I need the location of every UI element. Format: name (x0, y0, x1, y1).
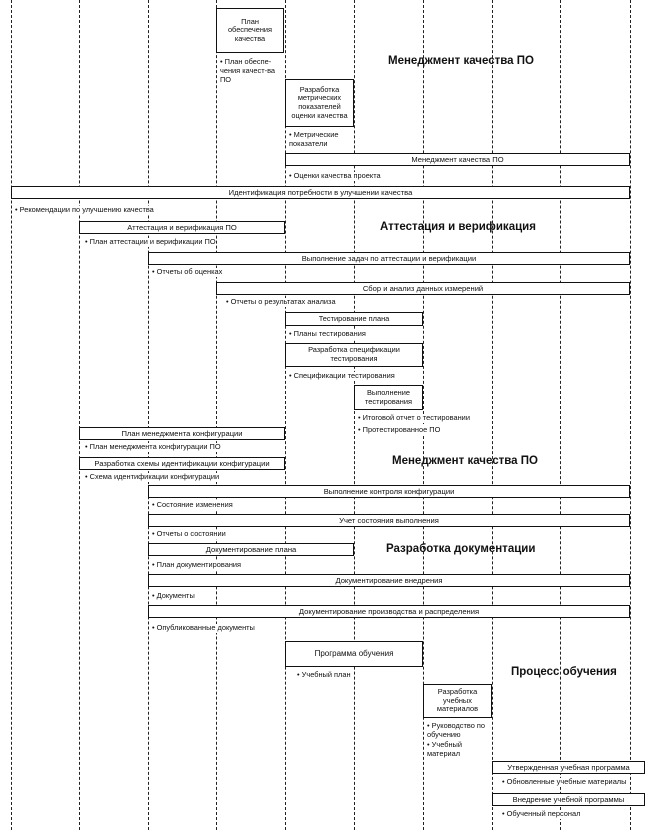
lifeline-8 (492, 0, 493, 830)
heading-qm-top: Менеджмент качества ПО (388, 55, 534, 67)
lifeline-3 (148, 0, 149, 830)
lifeline-10 (630, 0, 631, 830)
note-cfg-scheme-out: Схема идентификации конфигурации (85, 472, 220, 482)
note-qa-plan-out: План обеспе-чения качест-ва ПО (220, 57, 282, 85)
bar-av: Аттестация и верификация ПО (79, 221, 285, 234)
box-training-materials: Разработка учебных материалов (423, 684, 492, 718)
note-published: Опубликованные документы (152, 623, 255, 633)
bar-improve: Идентификация потребности в улучшении ка… (11, 186, 630, 199)
heading-training: Процесс обучения (511, 666, 617, 678)
note-recommend: Рекомендации по улучшению качества (15, 205, 154, 215)
lifeline-5 (285, 0, 286, 830)
note-cfg-plan-out: План менеджмента конфигурации ПО (85, 442, 221, 452)
note-test-plans: Планы тестирования (289, 329, 366, 339)
note-analysis-reports: Отчеты о результатах анализа (226, 297, 336, 307)
bar-doc-plan: Документирование плана (148, 543, 354, 556)
box-training-prog: Программа обучения (285, 641, 423, 667)
note-syllabus: Учебный план (297, 670, 351, 680)
note-tested-sw: Протестированное ПО (358, 425, 441, 435)
heading-qm-mid: Менеджмент качества ПО (392, 455, 538, 467)
note-updated-materials: Обновленные учебные материалы (502, 777, 627, 787)
bar-cfg-control: Выполнение контроля конфигурации (148, 485, 630, 498)
bar-av-tasks: Выполнение задач по аттестации и верифик… (148, 252, 630, 265)
heading-av: Аттестация и верификация (380, 221, 536, 233)
bar-qm1: Менеджмент качества ПО (285, 153, 630, 166)
note-av-plan: План аттестации и верификации ПО (85, 237, 216, 247)
lifeline-6 (354, 0, 355, 830)
box-qa-plan: План обеспечения качества (216, 8, 284, 53)
note-final-report: Итоговой отчет о тестировании (358, 413, 470, 423)
box-test-spec: Разработка спецификации тестирования (285, 343, 423, 367)
note-project-eval: Оценки качества проекта (289, 171, 381, 181)
bar-doc-impl: Документирование внедрения (148, 574, 630, 587)
bar-cfg-plan: План менеджмента конфигурации (79, 427, 285, 440)
note-metrics-out: Метрические показатели (289, 130, 351, 149)
lifeline-1 (11, 0, 12, 830)
lifeline-4 (216, 0, 217, 830)
lifeline-9 (560, 0, 561, 830)
bar-data-collect: Сбор и анализ данных измерений (216, 282, 630, 295)
note-documents: Документы (152, 591, 195, 601)
note-doc-plan-out: План документирования (152, 560, 242, 570)
heading-docs: Разработка документации (386, 543, 536, 555)
note-trained-staff: Обученный персонал (502, 809, 581, 819)
bar-doc-prod: Документирование производства и распреде… (148, 605, 630, 618)
bar-approved-prog: Утвержденная учебная программа (492, 761, 645, 774)
note-eval-reports: Отчеты об оценках (152, 267, 223, 277)
note-guide: Руководство по обучению (427, 721, 489, 740)
note-material: Учебный материал (427, 740, 489, 759)
box-test-exec: Выполнение тестирования (354, 385, 423, 410)
bar-prog-impl: Внедрение учебной программы (492, 793, 645, 806)
box-metrics-dev: Разработка метрических показателей оценк… (285, 79, 354, 127)
note-test-specs: Спецификации тестирования (289, 371, 395, 381)
box-test-plan: Тестирование плана (285, 312, 423, 326)
lifeline-2 (79, 0, 80, 830)
note-status-reports: Отчеты о состоянии (152, 529, 226, 539)
bar-status: Учет состояния выполнения (148, 514, 630, 527)
bar-cfg-scheme: Разработка схемы идентификации конфигура… (79, 457, 285, 470)
note-change-status: Состояние изменения (152, 500, 233, 510)
